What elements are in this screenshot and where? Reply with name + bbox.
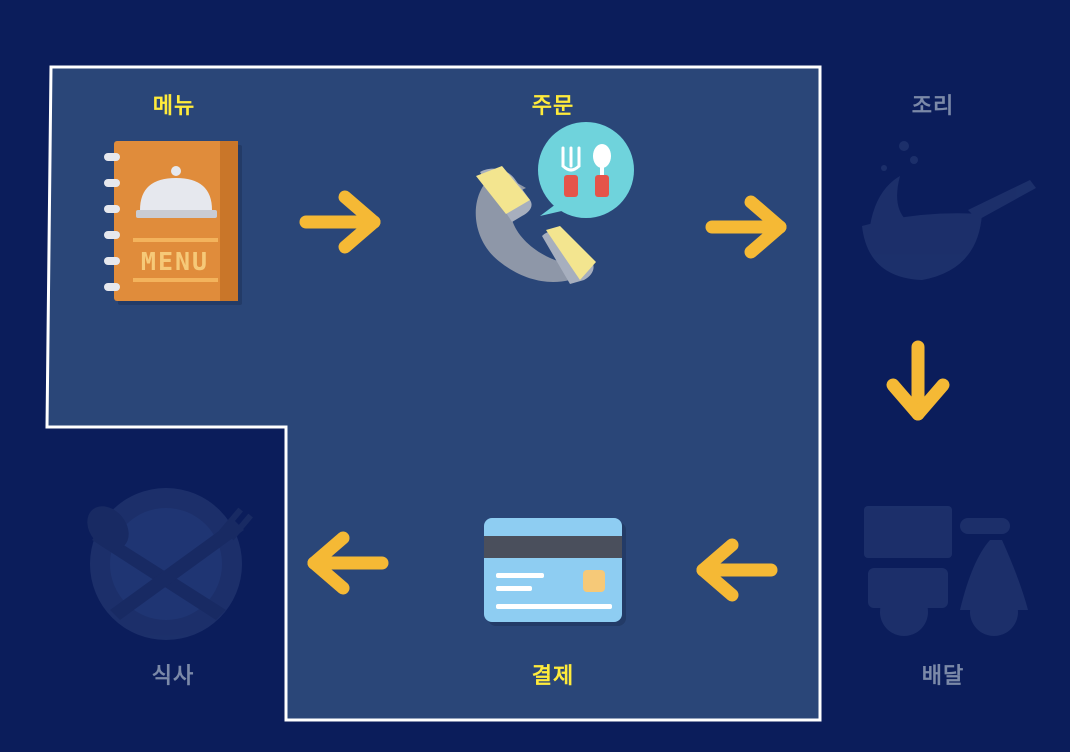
arrow-left-2 xyxy=(307,531,389,595)
wok-icon xyxy=(862,141,1036,280)
arrow-left-1 xyxy=(696,538,778,602)
step-label-meal: 식사 xyxy=(151,664,195,689)
arrow-right-1 xyxy=(299,190,381,254)
scooter-icon xyxy=(864,506,1028,636)
menu-word: MENU xyxy=(141,247,209,276)
plate-cutlery-icon xyxy=(87,488,253,640)
menu-book-icon: MENU xyxy=(104,141,242,305)
step-label-payment: 결제 xyxy=(531,664,575,689)
step-label-cook: 조리 xyxy=(911,94,955,119)
credit-card-icon xyxy=(484,518,626,626)
step-label-order: 주문 xyxy=(531,94,575,119)
phone-order-icon xyxy=(475,122,634,284)
step-label-menu: 메뉴 xyxy=(152,94,196,119)
step-label-delivery: 배달 xyxy=(921,664,965,689)
arrow-down xyxy=(886,340,950,421)
arrow-right-2 xyxy=(705,195,787,259)
